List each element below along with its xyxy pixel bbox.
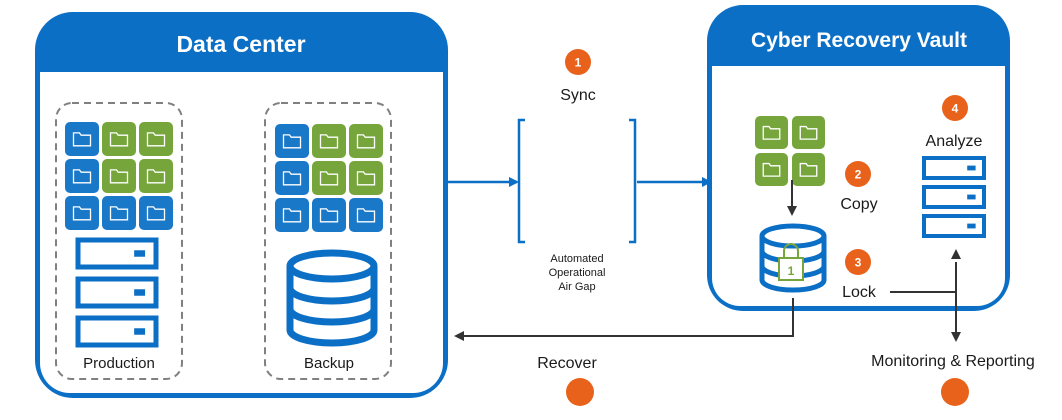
folder-icon bbox=[312, 124, 346, 158]
backup-label: Backup bbox=[304, 355, 354, 372]
folder-icon bbox=[792, 153, 825, 186]
folder-icon bbox=[349, 124, 383, 158]
folder-icon bbox=[275, 161, 309, 195]
air-gap-line-2: Operational bbox=[549, 267, 606, 279]
backup-group: Backup bbox=[264, 102, 392, 380]
lock-icon: 1 bbox=[778, 243, 804, 281]
analyze-server-icon bbox=[922, 156, 986, 238]
production-label: Production bbox=[83, 355, 155, 372]
data-center-title: Data Center bbox=[176, 31, 305, 57]
lock-label: Lock bbox=[842, 284, 877, 301]
folder-icon bbox=[755, 116, 788, 149]
air-gap-brackets bbox=[517, 118, 637, 244]
step-2-badge: 2 bbox=[845, 161, 871, 187]
step-3-badge: 3 bbox=[845, 249, 871, 275]
folder-icon bbox=[312, 198, 346, 232]
recover-arrow bbox=[454, 298, 794, 341]
svg-text:3: 3 bbox=[855, 256, 862, 270]
folder-icon bbox=[349, 161, 383, 195]
production-server-icon bbox=[75, 237, 159, 348]
production-group: Production bbox=[55, 102, 183, 380]
vault-storage-tiles bbox=[755, 116, 825, 186]
folder-icon bbox=[65, 196, 99, 230]
backup-storage-tiles bbox=[275, 124, 383, 232]
folder-icon bbox=[755, 153, 788, 186]
folder-icon bbox=[349, 198, 383, 232]
svg-text:2: 2 bbox=[855, 168, 862, 182]
svg-text:4: 4 bbox=[952, 102, 959, 116]
backup-database-icon bbox=[286, 249, 378, 347]
folder-icon bbox=[275, 124, 309, 158]
air-gap-line-3: Air Gap bbox=[558, 281, 595, 293]
folder-icon bbox=[102, 122, 136, 156]
monitoring-arrow-down bbox=[951, 332, 961, 342]
recover-badge bbox=[566, 378, 594, 406]
folder-icon bbox=[312, 161, 346, 195]
folder-icon bbox=[139, 159, 173, 193]
air-gap-line-1: Automated bbox=[550, 253, 603, 265]
sync-label: Sync bbox=[560, 87, 596, 104]
production-storage-tiles bbox=[65, 122, 173, 230]
folder-icon bbox=[65, 159, 99, 193]
step-4-badge: 4 bbox=[942, 95, 968, 121]
folder-icon bbox=[275, 198, 309, 232]
monitoring-reporting-label: Monitoring & Reporting bbox=[871, 353, 1035, 370]
folder-icon bbox=[792, 116, 825, 149]
analyze-label: Analyze bbox=[926, 133, 983, 150]
monitoring-badge bbox=[941, 378, 969, 406]
folder-icon bbox=[139, 122, 173, 156]
monitoring-arrow-up bbox=[951, 249, 961, 259]
folder-icon bbox=[139, 196, 173, 230]
copy-label: Copy bbox=[840, 196, 877, 213]
folder-icon bbox=[65, 122, 99, 156]
recover-label: Recover bbox=[537, 355, 597, 372]
step-1-badge: 1 bbox=[565, 49, 591, 75]
svg-text:1: 1 bbox=[788, 264, 795, 278]
folder-icon bbox=[102, 159, 136, 193]
vault-title: Cyber Recovery Vault bbox=[751, 29, 967, 52]
folder-icon bbox=[102, 196, 136, 230]
svg-text:1: 1 bbox=[575, 56, 582, 70]
